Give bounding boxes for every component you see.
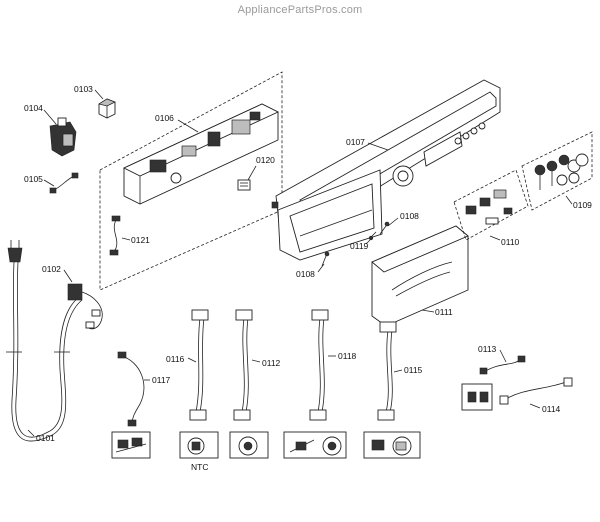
connector-detail-0118[interactable]	[283, 431, 347, 459]
label-0117: 0117	[152, 375, 171, 385]
part-0117-harness[interactable]	[117, 351, 145, 427]
connector-detail-0112[interactable]	[229, 431, 269, 459]
connector-detail-0117[interactable]	[111, 431, 151, 459]
label-0119: 0119	[350, 241, 369, 251]
leader-0106	[177, 119, 199, 133]
leader-0105	[43, 179, 55, 187]
part-0120-chip[interactable]	[237, 179, 251, 191]
label-0107: 0107	[346, 137, 365, 147]
part-0103-relay[interactable]	[98, 98, 116, 119]
part-0112-harness[interactable]	[233, 309, 253, 421]
leader-0112	[251, 359, 261, 363]
label-0101: 0101	[36, 433, 55, 443]
label-0121: 0121	[131, 235, 150, 245]
label-0116: 0116	[166, 354, 185, 364]
label-0108a: 0108	[400, 211, 419, 221]
part-0102-filter[interactable]	[67, 283, 103, 330]
label-0118: 0118	[338, 351, 357, 361]
leader-0110	[489, 235, 501, 241]
knobs-group-outline	[521, 131, 593, 211]
leader-0119	[365, 239, 371, 245]
leader-0121	[121, 237, 131, 241]
leader-0108a	[387, 217, 399, 227]
part-0110-buttons[interactable]	[465, 189, 513, 225]
label-0115: 0115	[404, 365, 423, 375]
leader-0113	[499, 349, 507, 363]
leader-0104	[43, 109, 57, 125]
leader-0120	[247, 165, 257, 181]
label-ntc: NTC	[191, 462, 208, 472]
part-0115-harness[interactable]	[377, 321, 397, 421]
label-0102: 0102	[42, 264, 61, 274]
label-0110: 0110	[501, 237, 520, 247]
label-0109: 0109	[573, 200, 592, 210]
label-0105: 0105	[24, 174, 43, 184]
leader-0114	[529, 403, 541, 409]
watermark: AppliancePartsPros.com	[237, 4, 363, 16]
label-0113: 0113	[478, 344, 497, 354]
leader-0103	[94, 89, 104, 100]
part-0116-harness[interactable]	[189, 309, 209, 421]
leader-0109	[565, 195, 573, 205]
part-0111-drawer-handle[interactable]	[371, 225, 469, 327]
label-0108b: 0108	[296, 269, 315, 279]
label-0111: 0111	[435, 307, 453, 317]
control-board-group-outline	[99, 71, 283, 291]
label-0104: 0104	[24, 103, 43, 113]
part-0114-harness[interactable]	[461, 377, 573, 411]
label-0106: 0106	[155, 113, 174, 123]
connector-detail-0116-ntc[interactable]	[179, 431, 219, 459]
leader-0102	[63, 269, 73, 283]
part-0105-cable[interactable]	[49, 172, 79, 194]
label-0112: 0112	[262, 358, 281, 368]
leader-0101	[27, 429, 35, 437]
label-0114: 0114	[542, 404, 561, 414]
part-0106-control-board[interactable]	[122, 103, 280, 205]
part-0101-power-cord[interactable]	[6, 240, 83, 442]
leader-0108b	[317, 263, 325, 273]
label-0120: 0120	[256, 155, 275, 165]
part-0121-ribbon-cable[interactable]	[109, 215, 121, 256]
leader-0116	[187, 357, 197, 363]
part-0104-pressure-switch[interactable]	[49, 117, 77, 157]
leader-0111	[421, 309, 435, 313]
part-0107-control-panel[interactable]	[271, 79, 501, 261]
part-0108-screw-a[interactable]	[379, 221, 390, 235]
label-0103: 0103	[74, 84, 93, 94]
part-0118-harness[interactable]	[309, 309, 329, 421]
part-0108-screw-b[interactable]	[321, 251, 330, 267]
connector-detail-0115[interactable]	[363, 431, 421, 459]
leader-0115	[393, 369, 403, 373]
part-0113-harness[interactable]	[479, 355, 526, 375]
part-0109-knobs[interactable]	[534, 153, 589, 190]
part-0119-clip[interactable]	[368, 231, 377, 241]
buttons-group-outline	[453, 169, 529, 241]
leader-0107	[367, 142, 389, 151]
